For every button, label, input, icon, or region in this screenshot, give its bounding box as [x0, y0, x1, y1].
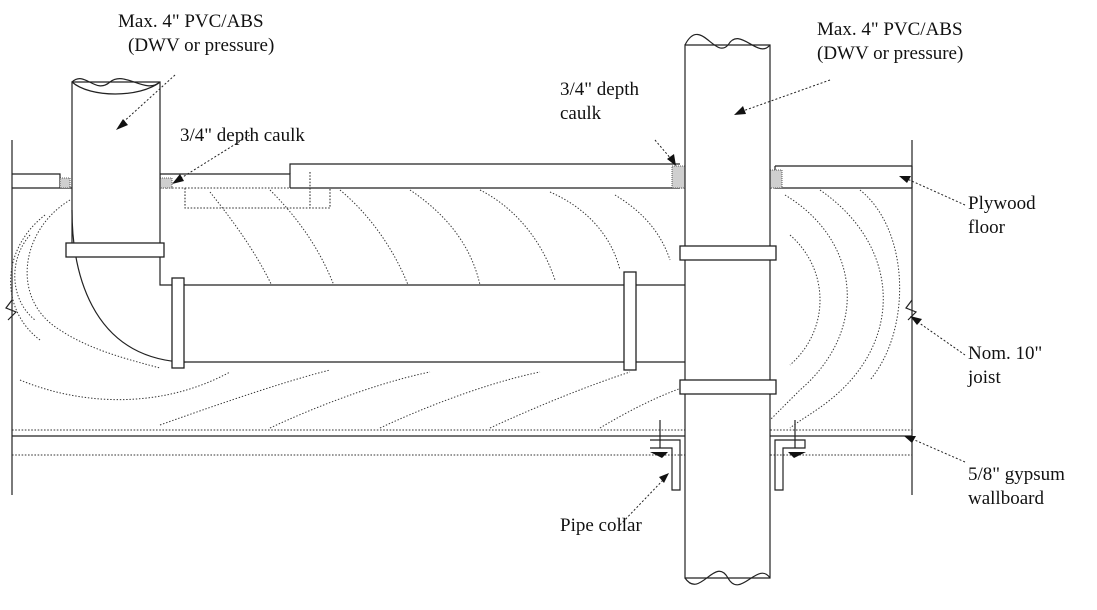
- label-right-pipe-line1: Max. 4" PVC/ABS: [817, 19, 963, 40]
- caulk-beads: [59, 165, 783, 189]
- pipe-collars: [650, 420, 806, 491]
- label-pipe-collar: Pipe collar: [560, 514, 642, 538]
- label-left-pipe-line2: (DWV or pressure): [128, 35, 275, 56]
- label-left-pipe: Max. 4" PVC/ABS (DWV or pressure): [118, 10, 274, 58]
- label-caulk-right-line2: caulk: [560, 103, 602, 124]
- label-caulk-left-text: 3/4" depth caulk: [180, 125, 305, 146]
- label-joist: Nom. 10" joist: [968, 342, 1042, 390]
- label-right-pipe-line2: (DWV or pressure): [817, 43, 964, 64]
- leader-lines: [116, 74, 966, 526]
- label-gypsum-line1: 5/8" gypsum: [968, 464, 1065, 485]
- label-left-pipe-line1: Max. 4" PVC/ABS: [118, 11, 264, 32]
- horizontal-pipe: [171, 271, 732, 371]
- label-caulk-right: 3/4" depth caulk: [560, 78, 639, 126]
- label-gypsum-line2: wallboard: [968, 488, 1044, 509]
- label-joist-line1: Nom. 10": [968, 343, 1043, 364]
- wood-grain: [10, 189, 901, 429]
- label-plywood: Plywood floor: [968, 192, 1036, 240]
- label-caulk-right-line1: 3/4" depth: [560, 79, 639, 100]
- label-plywood-line1: Plywood: [968, 193, 1036, 214]
- label-gypsum: 5/8" gypsum wallboard: [968, 463, 1065, 511]
- label-joist-line2: joist: [968, 367, 1001, 388]
- label-right-pipe: Max. 4" PVC/ABS (DWV or pressure): [817, 18, 963, 66]
- label-plywood-line2: floor: [968, 217, 1005, 238]
- right-pipe: [679, 33, 777, 586]
- label-caulk-left: 3/4" depth caulk: [180, 124, 305, 148]
- gypsum-wallboard: [12, 435, 912, 456]
- label-pipe-collar-text: Pipe collar: [560, 515, 642, 536]
- left-pipe: [65, 78, 186, 363]
